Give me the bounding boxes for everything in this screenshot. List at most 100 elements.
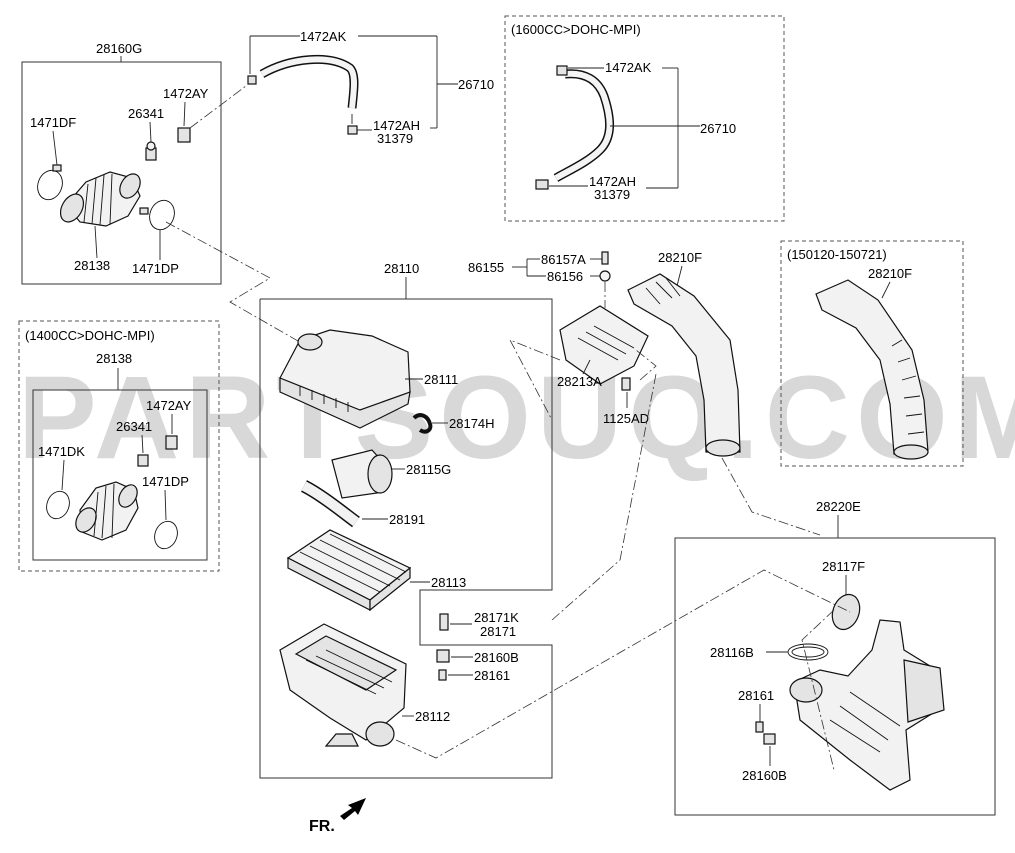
duct-28115G-icon [331, 449, 393, 499]
grommet-28160B-a-icon [436, 649, 450, 663]
label-28160B-a: 28160B [474, 650, 519, 665]
bolt-1125AD-icon [621, 377, 631, 391]
grommet-28160B-b-icon [763, 733, 776, 745]
group-28160G-title: 28160G [96, 41, 142, 56]
label-28171: 28171 [480, 624, 516, 639]
label-86156: 86156 [547, 269, 583, 284]
label-28174H: 28174H [449, 416, 495, 431]
clamp-1472AK-icon [247, 75, 257, 85]
nut-86156-icon [599, 270, 611, 282]
label-28115G: 28115G [406, 462, 451, 477]
group-28160G: 28160G 1471DF 26341 [21, 41, 247, 285]
hose-1400-icon [75, 481, 139, 541]
group-inset-1600: (1600CC>DOHC-MPI) 1472AK 26710 1472AH 31… [504, 15, 785, 222]
front-arrow-icon [340, 798, 366, 820]
clamp-1471DP-b-icon [154, 520, 178, 550]
label-1471DK: 1471DK [38, 444, 85, 459]
label-26341-b: 26341 [116, 419, 152, 434]
group-28220E-frame [674, 537, 996, 816]
label-28112: 28112 [415, 709, 450, 724]
clamp-1471DP-icon [139, 199, 175, 231]
group-28220E: 28220E 28117F 28116B 28161 28160B [674, 499, 996, 816]
clamp-1472AH-icon [347, 125, 358, 135]
group-28213A: 86155 86157A 86156 28213A 1125AD [468, 251, 657, 426]
bracket-28213A-icon [559, 305, 649, 385]
label-31379-top: 31379 [377, 131, 413, 146]
ring-28117F-icon [831, 593, 861, 631]
label-28210F-a: 28210F [658, 250, 702, 265]
clip-1472AY-icon [177, 127, 191, 143]
inset-1400-frame [18, 320, 220, 572]
group-inset-150120: (150120-150721) 28210F [780, 240, 964, 467]
label-28213A: 28213A [557, 374, 602, 389]
label-1472AH-top: 1472AH [373, 118, 420, 133]
label-86157A: 86157A [541, 252, 586, 267]
group-inset-1400: (1400CC>DOHC-MPI) 28138 1472AY 26341 147… [18, 320, 220, 572]
clamp-1472AK-inset-icon [556, 65, 568, 76]
group-28160G-frame [21, 61, 222, 285]
duct-28210F-icon [627, 273, 741, 457]
label-28116B: 28116B [710, 645, 754, 660]
clamp-1472AH-inset-icon [535, 179, 549, 190]
label-28113: 28113 [431, 575, 466, 590]
bolt-28171-icon [439, 613, 449, 631]
label-28191: 28191 [389, 512, 425, 527]
group-28220E-title: 28220E [816, 499, 861, 514]
group-28110-frame [259, 298, 553, 779]
inset-1400-sub: 28138 [96, 351, 132, 366]
group-26710-top: 1472AK 26710 1472AH 31379 [247, 29, 494, 146]
label-28161-b: 28161 [738, 688, 774, 703]
label-1125AD: 1125AD [603, 411, 649, 426]
group-28210F-a: 28210F [627, 250, 821, 536]
inset-1600-title: (1600CC>DOHC-MPI) [511, 22, 641, 37]
group-28110-title: 28110 [384, 261, 419, 276]
label-28210F-b: 28210F [868, 266, 912, 281]
label-1472AK-inset: 1472AK [605, 60, 652, 75]
label-1472AY-b: 1472AY [146, 398, 192, 413]
valve-26341-icon [145, 141, 157, 161]
label-1471DP-a: 1471DP [132, 261, 179, 276]
watermark: PARTSOUQ.COM [18, 352, 1015, 484]
valve-26341-b-icon [137, 454, 149, 467]
cover-28111-icon [279, 329, 411, 429]
clamp-1471DK-icon [46, 490, 70, 520]
pin-28161-b-icon [755, 721, 764, 733]
label-31379-inset: 31379 [594, 187, 630, 202]
label-28160B-b: 28160B [742, 768, 787, 783]
case-28112-icon [279, 623, 407, 747]
label-1472AK-top: 1472AK [300, 29, 347, 44]
label-28161-a: 28161 [474, 668, 510, 683]
inset-150120-frame [780, 240, 964, 467]
label-28117F: 28117F [822, 559, 865, 574]
label-28111: 28111 [424, 372, 458, 387]
hose-28138-icon [59, 171, 141, 227]
label-86155: 86155 [468, 260, 504, 275]
pin-28161-a-icon [438, 669, 447, 681]
label-26710-inset: 26710 [700, 121, 736, 136]
label-26341-a: 26341 [128, 106, 164, 121]
front-direction-indicator: FR. [309, 798, 366, 835]
label-28138-a: 28138 [74, 258, 110, 273]
inset-1400-title: (1400CC>DOHC-MPI) [25, 328, 155, 343]
ring-28116B-icon [787, 643, 829, 661]
group-28110: 28110 28111 28174H 28115G 28191 [259, 261, 553, 779]
filter-28113-icon [286, 529, 412, 612]
duct-28210F-b-icon [815, 279, 929, 460]
inset-1400-inner-frame [32, 389, 208, 561]
label-1472AH-inset: 1472AH [589, 174, 636, 189]
label-1472AY-a: 1472AY [163, 86, 209, 101]
inset-150120-title: (150120-150721) [787, 247, 887, 262]
clip-1472AY-b-icon [165, 435, 178, 450]
label-1471DF: 1471DF [30, 115, 76, 130]
resonator-28220E-icon [789, 619, 945, 791]
label-26710-top: 26710 [458, 77, 494, 92]
label-1471DP-b: 1471DP [142, 474, 189, 489]
fr-label: FR. [309, 818, 335, 835]
label-28171K: 28171K [474, 610, 519, 625]
bolt-86157A-icon [601, 251, 609, 265]
hose-28174H-icon [412, 413, 433, 434]
inset-1600-frame [504, 15, 785, 222]
clamp-1471DF-icon [37, 164, 63, 201]
